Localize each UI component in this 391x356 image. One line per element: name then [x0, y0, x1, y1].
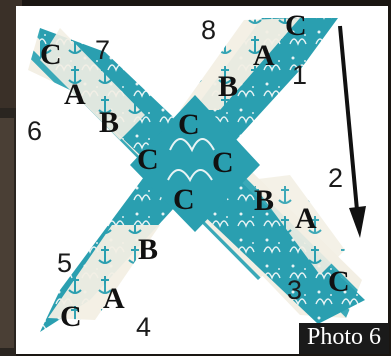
letter-b-lower-left: B	[138, 235, 158, 265]
blade-number-5: 5	[57, 250, 72, 277]
blade-number-2: 2	[328, 165, 343, 192]
letter-c-center-top: C	[178, 110, 200, 140]
photo-caption: Photo 6	[299, 323, 389, 354]
letter-b-top-right: B	[218, 72, 238, 102]
letter-c-center-right: C	[212, 148, 234, 178]
left-lower-photo-corner	[0, 118, 14, 348]
letter-c-lower-left: C	[60, 302, 82, 332]
letter-a-top-left: A	[64, 80, 86, 110]
letter-c-top-left: C	[40, 40, 62, 70]
letter-a-lower-left: A	[103, 284, 125, 314]
letter-c-top-right: C	[285, 11, 307, 41]
blade-number-3: 3	[287, 277, 302, 304]
letter-c-lower-right: C	[328, 267, 350, 297]
letter-a-top-right: A	[253, 41, 275, 71]
letter-b-lower-right: B	[254, 186, 274, 216]
letter-c-center-left: C	[137, 145, 159, 175]
direction-arrow-head	[349, 206, 366, 238]
blade-number-6: 6	[27, 118, 42, 145]
letter-c-center-bottom: C	[173, 185, 195, 215]
blade-number-4: 4	[136, 314, 151, 341]
letter-b-top-left: B	[99, 108, 119, 138]
letter-a-lower-right: A	[295, 204, 317, 234]
blade-number-8: 8	[201, 17, 216, 44]
blade-number-1: 1	[292, 62, 307, 89]
blade-number-7: 7	[95, 37, 110, 64]
